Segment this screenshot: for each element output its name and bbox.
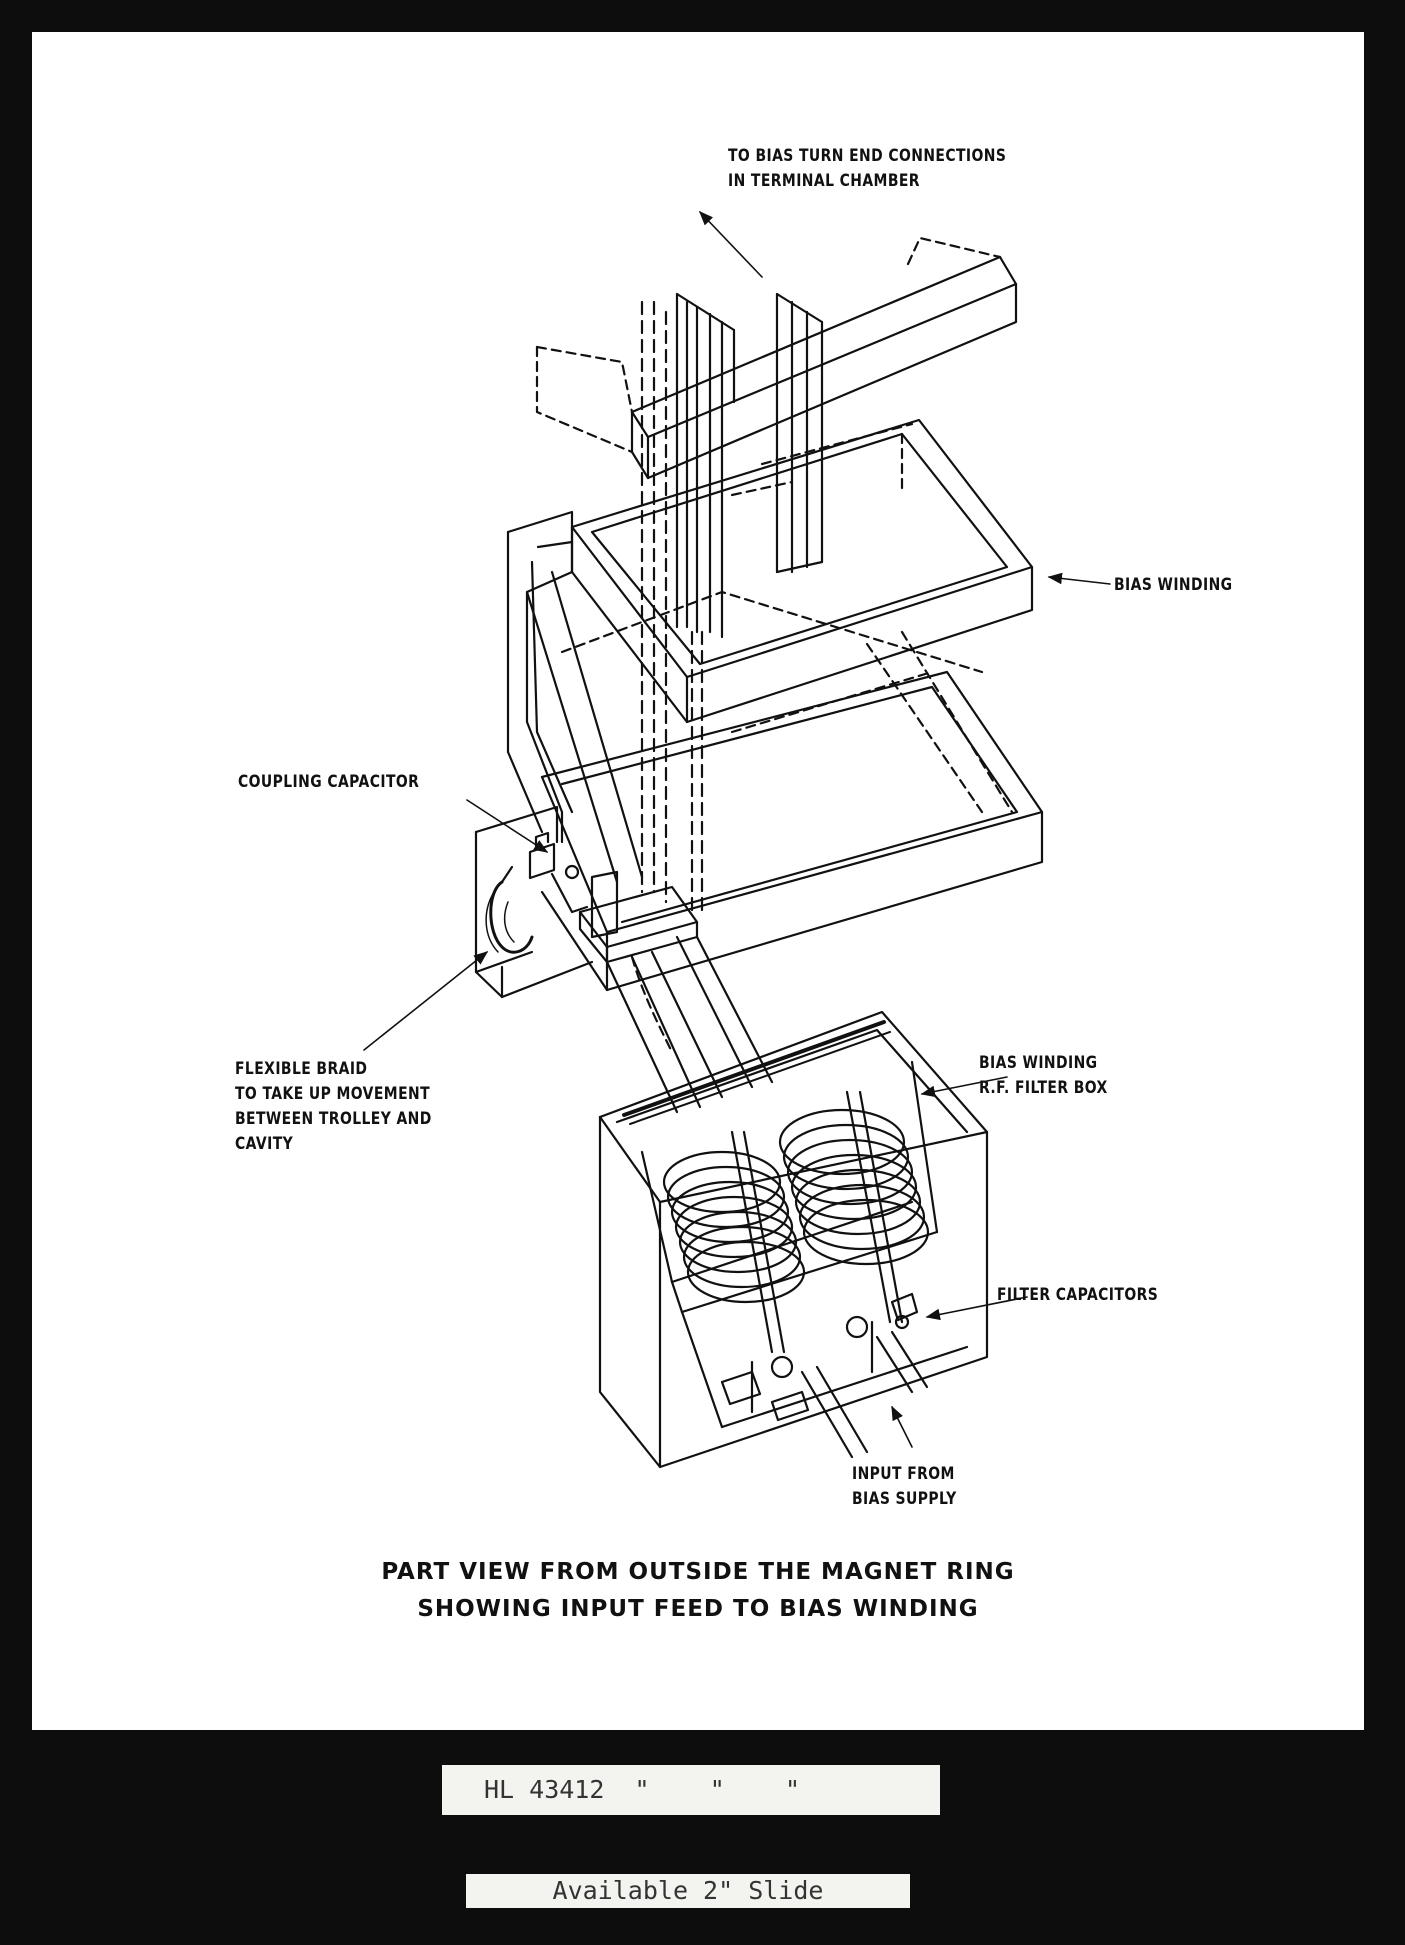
- isometric-drawing: [363, 210, 1111, 1469]
- bias-winding-upper-bar: [535, 236, 1018, 480]
- reference-number-strip: HL 43412 " " ": [442, 1765, 940, 1815]
- filter-coil-right: [778, 1090, 930, 1324]
- coupling-box: [474, 805, 594, 999]
- label-flexible-braid: FLEXIBLE BRAID TO TAKE UP MOVEMENT BETWE…: [235, 1059, 432, 1154]
- label-input-bias-supply: INPUT FROM BIAS SUPPLY: [852, 1464, 957, 1509]
- label-filter-box: BIAS WINDING R.F. FILTER BOX: [979, 1053, 1108, 1098]
- slide-availability-strip: Available 2" Slide: [466, 1874, 910, 1908]
- filter-coil-left: [662, 1130, 806, 1354]
- label-filter-capacitors: FILTER CAPACITORS: [997, 1285, 1159, 1305]
- leader-lines: [363, 210, 1111, 1448]
- vertical-conductors: [640, 292, 824, 919]
- drawing-sheet: TO BIAS TURN END CONNECTIONS IN TERMINAL…: [32, 32, 1364, 1730]
- label-coupling-capacitor: COUPLING CAPACITOR: [238, 772, 420, 792]
- label-terminal-connections: TO BIAS TURN END CONNECTIONS IN TERMINAL…: [728, 146, 1007, 191]
- diagonal-feed: [605, 935, 774, 1114]
- feed-arm: [506, 510, 644, 884]
- filter-box: [598, 1010, 989, 1469]
- label-bias-winding: BIAS WINDING: [1114, 575, 1233, 595]
- figure-caption: PART VIEW FROM OUTSIDE THE MAGNET RING S…: [381, 1559, 1015, 1622]
